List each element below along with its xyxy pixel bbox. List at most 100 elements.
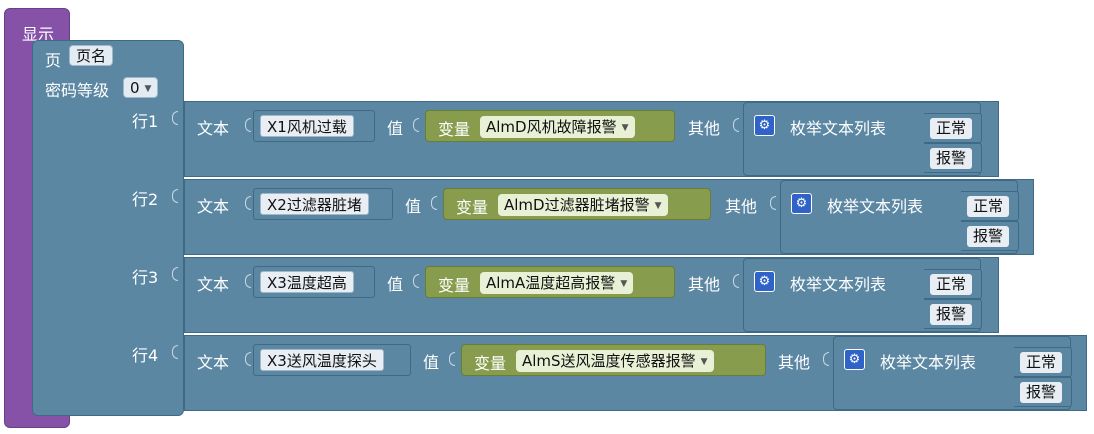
variable-name: AlmA温度超高报警	[486, 274, 616, 292]
enum-slot-1: 正常	[924, 269, 982, 299]
enum-slot-2: 报警	[1014, 377, 1072, 407]
row-label-4: 行4	[132, 346, 159, 365]
text-label: 文本	[197, 275, 230, 294]
enum-option-alarm[interactable]: 报警	[1020, 382, 1063, 403]
text-label: 文本	[197, 119, 230, 138]
gear-icon[interactable]: ⚙	[754, 271, 775, 292]
enum-option-normal[interactable]: 正常	[930, 274, 973, 295]
enum-slot-1: 正常	[961, 191, 1019, 221]
row-block-3[interactable]: 文本 X3温度超高 值 变量 AlmA温度超高报警 ▼ 其他 ⚙ 枚举文本列表 正…	[184, 257, 999, 333]
text-block[interactable]: X2过滤器脏堵	[253, 188, 393, 220]
input-connector	[431, 196, 437, 210]
page-label: 页	[45, 51, 62, 70]
page-name-field[interactable]: 页名	[69, 45, 114, 66]
enum-option-normal[interactable]: 正常	[1020, 352, 1063, 373]
enum-list-label: 枚举文本列表	[880, 353, 977, 372]
page-block[interactable]: 页 页名 密码等级 0▼ 行1 行2 行3 行4	[32, 40, 184, 416]
variable-dropdown[interactable]: AlmS送风温度传感器报警 ▼	[516, 350, 714, 372]
other-label: 其他	[688, 275, 721, 294]
display-block-label: 显示	[22, 25, 55, 44]
input-connector	[413, 118, 419, 132]
variable-dropdown[interactable]: AlmA温度超高报警 ▼	[480, 272, 634, 294]
text-block[interactable]: X3送风温度探头	[253, 344, 411, 376]
value-label: 值	[405, 197, 422, 216]
enum-list-block[interactable]: ⚙ 枚举文本列表 正常 报警	[743, 258, 982, 332]
enum-list-block[interactable]: ⚙ 枚举文本列表 正常 报警	[743, 102, 982, 176]
variable-block[interactable]: 变量 AlmD过滤器脏堵报警 ▼	[443, 188, 711, 220]
input-connector	[245, 352, 251, 366]
chevron-down-icon: ▼	[144, 84, 152, 94]
variable-block[interactable]: 变量 AlmD风机故障报警 ▼	[425, 110, 675, 142]
other-label: 其他	[688, 119, 721, 138]
variable-name: AlmD风机故障报警	[486, 118, 617, 136]
password-level-dropdown[interactable]: 0▼	[123, 77, 159, 98]
value-label: 值	[387, 275, 404, 294]
input-connector	[172, 267, 178, 281]
enum-option-alarm[interactable]: 报警	[930, 304, 973, 325]
row-block-4[interactable]: 文本 X3送风温度探头 值 变量 AlmS送风温度传感器报警 ▼ 其他 ⚙ 枚举文…	[184, 335, 1087, 411]
enum-list-label: 枚举文本列表	[827, 197, 924, 216]
chevron-down-icon: ▼	[620, 279, 628, 289]
variable-label: 变量	[438, 276, 471, 295]
row-label-1: 行1	[132, 112, 159, 131]
gear-icon[interactable]: ⚙	[754, 115, 775, 136]
password-level-value: 0	[130, 79, 140, 97]
other-label: 其他	[725, 197, 758, 216]
enum-slot-2: 报警	[961, 221, 1019, 251]
enum-slot-1: 正常	[1014, 347, 1072, 377]
other-label: 其他	[778, 353, 811, 372]
text-field[interactable]: X2过滤器脏堵	[260, 193, 369, 215]
variable-dropdown[interactable]: AlmD风机故障报警 ▼	[480, 116, 635, 138]
input-connector	[449, 352, 455, 366]
input-connector	[172, 345, 178, 359]
input-connector	[245, 196, 251, 210]
variable-label: 变量	[438, 120, 471, 139]
variable-block[interactable]: 变量 AlmS送风温度传感器报警 ▼	[461, 344, 766, 376]
chevron-down-icon: ▼	[621, 123, 629, 133]
enum-option-alarm[interactable]: 报警	[967, 226, 1010, 247]
input-connector	[733, 274, 739, 288]
enum-list-block[interactable]: ⚙ 枚举文本列表 正常 报警	[780, 180, 1019, 254]
row-label-2: 行2	[132, 190, 159, 209]
text-label: 文本	[197, 197, 230, 216]
text-field[interactable]: X3送风温度探头	[260, 349, 384, 371]
input-connector	[172, 111, 178, 125]
variable-name: AlmD过滤器脏堵报警	[504, 196, 650, 214]
input-connector	[245, 118, 251, 132]
password-level-label: 密码等级	[45, 81, 110, 100]
text-field[interactable]: X3温度超高	[260, 271, 354, 293]
input-connector	[733, 118, 739, 132]
enum-slot-2: 报警	[924, 299, 982, 329]
variable-name: AlmS送风温度传感器报警	[522, 352, 696, 370]
chevron-down-icon: ▼	[700, 357, 708, 367]
variable-block[interactable]: 变量 AlmA温度超高报警 ▼	[425, 266, 675, 298]
enum-list-label: 枚举文本列表	[790, 275, 887, 294]
input-connector	[770, 196, 776, 210]
enum-option-alarm[interactable]: 报警	[930, 148, 973, 169]
enum-slot-2: 报警	[924, 143, 982, 173]
gear-icon[interactable]: ⚙	[844, 349, 865, 370]
input-connector	[172, 189, 178, 203]
row-label-3: 行3	[132, 268, 159, 287]
text-field[interactable]: X1风机过载	[260, 115, 354, 137]
input-connector	[413, 274, 419, 288]
gear-icon[interactable]: ⚙	[791, 193, 812, 214]
row-block-1[interactable]: 文本 X1风机过载 值 变量 AlmD风机故障报警 ▼ 其他 ⚙ 枚举文本列表 正…	[184, 101, 999, 177]
enum-list-label: 枚举文本列表	[790, 119, 887, 138]
enum-option-normal[interactable]: 正常	[967, 196, 1010, 217]
text-block[interactable]: X1风机过载	[253, 110, 375, 142]
input-connector	[823, 352, 829, 366]
variable-label: 变量	[456, 198, 489, 217]
enum-list-block[interactable]: ⚙ 枚举文本列表 正常 报警	[833, 336, 1072, 410]
value-label: 值	[423, 353, 440, 372]
variable-label: 变量	[474, 354, 507, 373]
row-block-2[interactable]: 文本 X2过滤器脏堵 值 变量 AlmD过滤器脏堵报警 ▼ 其他 ⚙ 枚举文本列表…	[184, 179, 1034, 255]
enum-option-normal[interactable]: 正常	[930, 118, 973, 139]
text-label: 文本	[197, 353, 230, 372]
variable-dropdown[interactable]: AlmD过滤器脏堵报警 ▼	[498, 194, 668, 216]
text-block[interactable]: X3温度超高	[253, 266, 375, 298]
enum-slot-1: 正常	[924, 113, 982, 143]
chevron-down-icon: ▼	[654, 201, 662, 211]
value-label: 值	[387, 119, 404, 138]
input-connector	[245, 274, 251, 288]
